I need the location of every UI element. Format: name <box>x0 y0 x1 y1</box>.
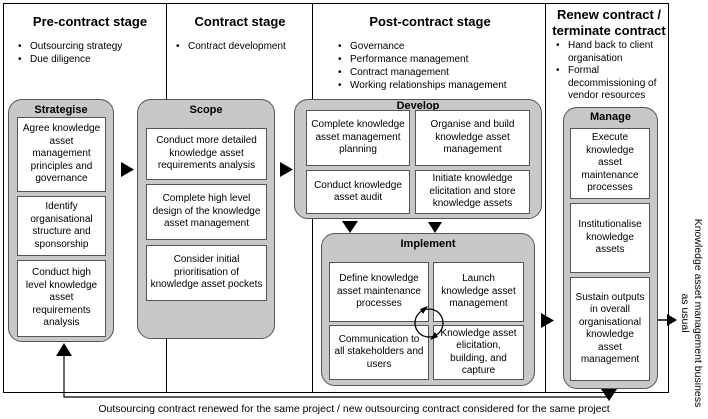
post-contract-bullets: Governance Performance management Contra… <box>334 40 544 92</box>
implement-card: Launch knowledge asset management <box>433 262 524 322</box>
bottom-label: Outsourcing contract renewed for the sam… <box>98 403 610 415</box>
develop-card: Complete knowledge asset management plan… <box>306 110 410 166</box>
scope-card: Consider initial prioritisation of knowl… <box>146 245 267 301</box>
strategise-title: Strategise <box>34 104 88 116</box>
strategise-card: Identify organisational structure and sp… <box>17 196 106 256</box>
implement-card: Define knowledge asset maintenance proce… <box>329 262 429 322</box>
stage-title-contract: Contract stage <box>194 14 286 29</box>
side-label-container: Knowledge asset management business as u… <box>670 218 708 408</box>
manage-card: Sustain outputs in overall organisationa… <box>570 277 650 381</box>
strategise-card: Agree knowledge asset management princip… <box>17 117 106 192</box>
bullet-item: Due diligence <box>14 53 164 66</box>
stage-title-renew: Renew contract / terminate contract <box>548 7 670 39</box>
bullet-item: Contract development <box>172 40 312 53</box>
scope-card: Conduct more detailed knowledge asset re… <box>146 128 267 180</box>
bullet-item: Hand back to client organisation <box>552 40 667 65</box>
stage-title-post-contract: Post-contract stage <box>369 14 491 29</box>
bullet-item: Working relationships management <box>334 79 544 92</box>
manage-card: Institutionalise knowledge assets <box>570 203 650 273</box>
stage-title-renew-line2: terminate contract <box>552 23 666 38</box>
implement-card: Knowledge asset elicitation, building, a… <box>433 325 524 380</box>
implement-card: Communication to all stakeholders and us… <box>329 325 429 380</box>
scope-title: Scope <box>189 104 223 116</box>
bullet-item: Outsourcing strategy <box>14 40 164 53</box>
contract-bullets: Contract development <box>172 40 312 53</box>
renew-bullets: Hand back to client organisation Formal … <box>552 40 667 103</box>
implement-title: Implement <box>400 238 456 250</box>
stage-divider <box>545 3 546 393</box>
side-label: Knowledge asset management business as u… <box>679 218 704 408</box>
develop-title: Develop <box>396 100 440 112</box>
manage-card: Execute knowledge asset maintenance proc… <box>570 128 650 199</box>
stage-title-pre-contract: Pre-contract stage <box>32 14 148 29</box>
scope-card: Complete high level design of the knowle… <box>146 184 267 240</box>
bullet-item: Governance <box>334 40 544 53</box>
bullet-item: Formal decommissioning of vendor resourc… <box>552 65 667 103</box>
manage-title: Manage <box>590 111 631 123</box>
bullet-item: Performance management <box>334 53 544 66</box>
strategise-card: Conduct high level knowledge asset requi… <box>17 260 106 337</box>
develop-card: Conduct knowledge asset audit <box>306 170 410 214</box>
develop-card: Organise and build knowledge asset manag… <box>415 110 530 166</box>
bullet-item: Contract management <box>334 66 544 79</box>
stage-title-renew-line1: Renew contract / <box>556 7 662 22</box>
pre-contract-bullets: Outsourcing strategy Due diligence <box>14 40 164 66</box>
develop-card: Initiate knowledge elicitation and store… <box>415 170 530 214</box>
